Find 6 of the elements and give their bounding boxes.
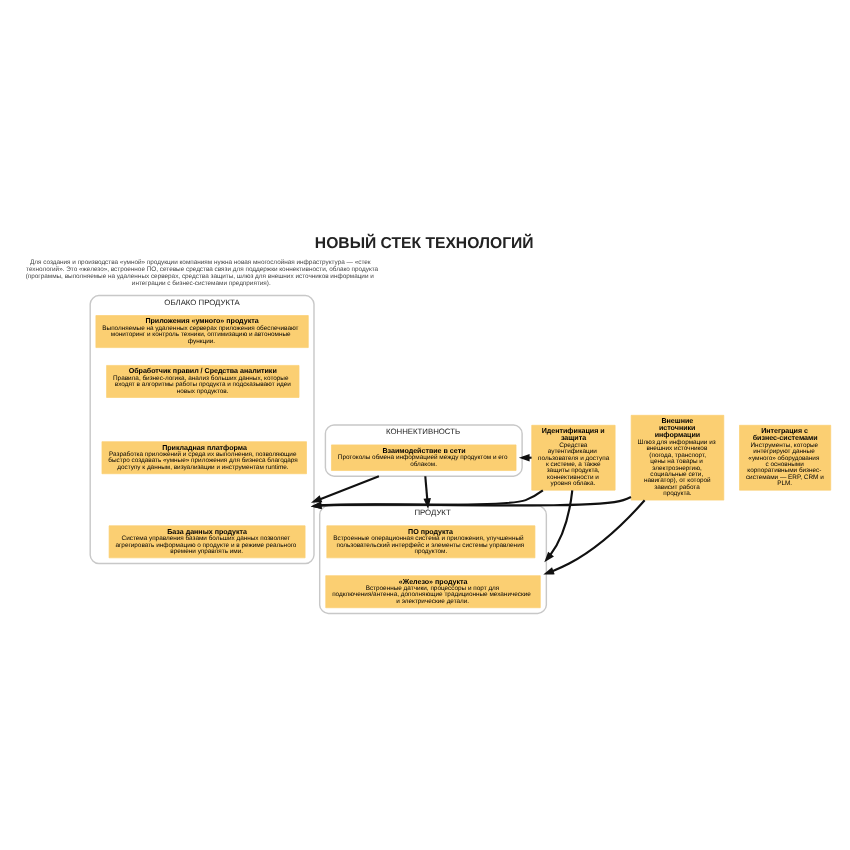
arrow bbox=[310, 474, 380, 502]
arrow bbox=[310, 488, 544, 509]
arrow bbox=[310, 494, 632, 509]
arrow bbox=[543, 498, 646, 574]
arrow bbox=[544, 489, 574, 562]
arrow bbox=[423, 475, 431, 509]
